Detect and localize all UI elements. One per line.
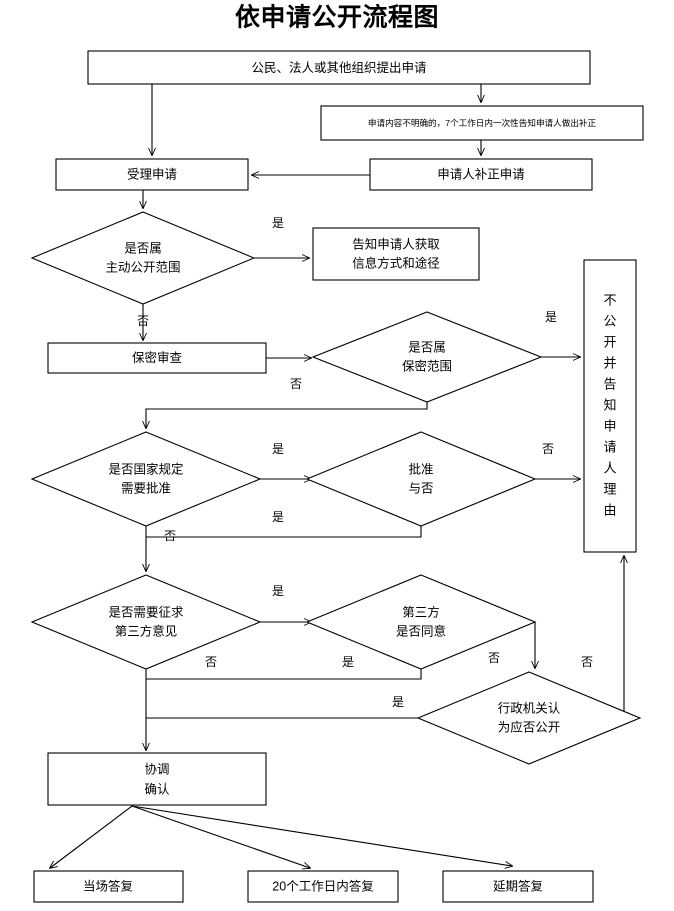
- node-apply-label: 公民、法人或其他组织提出申请: [251, 60, 426, 75]
- node-approved-or-not-line1: 批准: [408, 461, 433, 476]
- vertical-label-char: 告: [603, 376, 616, 391]
- node-needs-state-approval-line1: 是否国家规定: [108, 461, 183, 476]
- vertical-label-char: 由: [603, 502, 616, 517]
- edge-label: 否: [164, 529, 176, 543]
- node-inform-access-method-line2: 信息方式和途径: [352, 255, 440, 270]
- vertical-label-char: 公: [603, 313, 616, 328]
- edge-label: 否: [542, 442, 554, 456]
- node-needs-thirdparty-opinion-line2: 第三方意见: [115, 623, 178, 638]
- node-accept-application-label: 受理申请: [127, 167, 177, 181]
- edge-label: 是: [342, 655, 354, 669]
- node-needs-thirdparty-opinion[interactable]: 是否需要征求 第三方意见: [30, 574, 262, 670]
- node-approved-or-not-line2: 与否: [408, 481, 433, 495]
- node-approved-or-not[interactable]: 批准 与否: [305, 431, 537, 527]
- node-agency-should-disclose-line1: 行政机关认: [498, 701, 561, 715]
- node-is-proactive-scope-line2: 主动公开范围: [105, 260, 180, 274]
- edge-confirm-to-onsite: [50, 805, 133, 868]
- edge-approved-yes: [146, 526, 422, 538]
- edge-label-layer: 是否是否是是否否是否是是否否: [137, 216, 593, 709]
- node-secrecy-review-label: 保密审查: [132, 350, 183, 365]
- node-is-proactive-scope-line1: 是否属: [124, 241, 162, 255]
- edge-confirm-to-extended: [131, 805, 512, 866]
- edge-label: 是: [272, 216, 284, 230]
- edge-label: 是: [272, 442, 284, 456]
- vertical-label-char: 知: [603, 397, 616, 412]
- node-inform-access-method[interactable]: 告知申请人获取 信息方式和途径: [312, 227, 480, 281]
- node-needs-thirdparty-opinion-line1: 是否需要征求: [108, 605, 184, 619]
- node-thirdparty-agrees[interactable]: 第三方 是否同意: [305, 574, 537, 670]
- edge-label: 是: [272, 584, 284, 598]
- connector-layer: [50, 84, 640, 868]
- node-coordinate-confirm-line2: 确认: [144, 782, 170, 796]
- node-answer-20-days-label: 20个工作日内答复: [272, 878, 374, 893]
- node-applicant-supplement-label: 申请人补正申请: [437, 166, 525, 181]
- node-is-secret-scope[interactable]: 是否属 保密范围: [311, 311, 543, 403]
- edge-label: 否: [137, 314, 149, 328]
- node-agency-should-disclose-line2: 为应否公开: [498, 719, 561, 734]
- node-answer-onsite[interactable]: 当场答复: [33, 870, 184, 903]
- node-is-proactive-scope[interactable]: 是否属 主动公开范围: [30, 211, 256, 305]
- node-thirdparty-agrees-line2: 是否同意: [396, 623, 446, 638]
- node-coordinate-confirm-line1: 协调: [144, 761, 169, 776]
- edge-label: 是: [545, 310, 557, 324]
- node-secrecy-review[interactable]: 保密审查: [47, 342, 267, 374]
- node-clarify-notice-label: 申请内容不明确的，7个工作日内一次性告知申请人做出补正: [368, 117, 597, 128]
- edge-label: 否: [205, 655, 217, 669]
- edge-confirm-to-20days: [131, 805, 310, 868]
- node-applicant-supplement[interactable]: 申请人补正申请: [369, 158, 593, 191]
- edge-label: 是: [272, 510, 284, 524]
- edge-is-secret-no: [146, 402, 428, 428]
- edge-label: 否: [581, 655, 593, 669]
- vertical-label-char: 人: [603, 460, 616, 475]
- node-needs-state-approval[interactable]: 是否国家规定 需要批准: [30, 431, 262, 527]
- node-coordinate-confirm[interactable]: 协调 确认: [47, 752, 267, 806]
- edge-thirdparty-agree-yes: [146, 669, 422, 680]
- edge-label: 否: [290, 377, 302, 391]
- node-is-secret-scope-line2: 保密范围: [402, 358, 452, 373]
- edge-label: 否: [488, 651, 500, 665]
- node-inform-access-method-line1: 告知申请人获取: [352, 237, 440, 251]
- node-clarify-notice[interactable]: 申请内容不明确的，7个工作日内一次性告知申请人做出补正: [320, 105, 644, 141]
- edge-agency-decide-no: [624, 556, 640, 719]
- node-apply[interactable]: 公民、法人或其他组织提出申请: [87, 50, 591, 85]
- node-agency-should-disclose[interactable]: 行政机关认 为应否公开: [416, 671, 642, 765]
- node-thirdparty-agrees-line1: 第三方: [402, 604, 440, 619]
- node-accept-application[interactable]: 受理申请: [55, 158, 249, 191]
- vertical-label-char: 开: [603, 334, 616, 349]
- vertical-label-char: 并: [603, 355, 616, 370]
- node-needs-state-approval-line2: 需要批准: [121, 480, 171, 495]
- edge-label: 是: [392, 695, 404, 709]
- node-answer-extended-label: 延期答复: [493, 878, 544, 893]
- vertical-label-char: 请: [603, 439, 616, 454]
- node-answer-20-days[interactable]: 20个工作日内答复: [247, 870, 399, 903]
- node-is-secret-scope-line1: 是否属: [408, 340, 446, 354]
- vertical-label-char: 理: [603, 481, 616, 496]
- vertical-label-char: 不: [603, 292, 616, 307]
- vertical-label-char: 申: [603, 418, 616, 433]
- node-answer-onsite-label: 当场答复: [83, 878, 134, 893]
- node-answer-extended[interactable]: 延期答复: [442, 870, 594, 903]
- page-title: 依申请公开流程图: [235, 3, 439, 32]
